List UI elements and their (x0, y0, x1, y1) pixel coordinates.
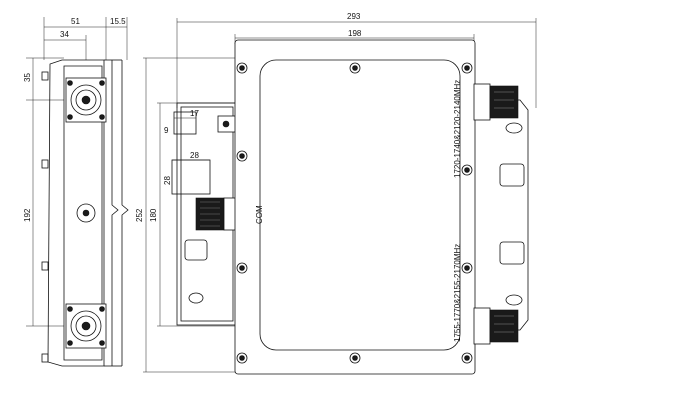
label-port-upper: 1720-1740&2120-2140MHz (453, 80, 462, 178)
dim-com-offset-b: 9 (164, 126, 169, 135)
label-port-lower: 1755-1770&2155-2170MHz (453, 244, 462, 342)
dim-side-height: 192 (23, 208, 32, 222)
side-view: 51 15.5 34 35 192 (23, 17, 129, 367)
com-connector (195, 197, 237, 231)
rf-connector-upper (473, 83, 519, 121)
dim-com-box-h: 28 (163, 176, 172, 185)
side-bottom-connector (65, 303, 107, 349)
com-dimension-box: 17 9 28 28 (163, 109, 211, 195)
dim-side-depth: 51 (71, 17, 80, 26)
dim-side-flange: 15.5 (110, 17, 126, 26)
main-enclosure (234, 39, 476, 375)
front-mount-slot (184, 239, 208, 261)
dim-side-connector-offset: 34 (60, 30, 69, 39)
rf-connector-lower (473, 307, 519, 345)
side-top-connector (65, 77, 107, 123)
front-view: 293 198 252 180 17 9 28 28 (135, 12, 537, 375)
side-mount-hole (76, 203, 96, 223)
dim-overall-width: 293 (347, 12, 361, 21)
right-mount-slot-lower (499, 241, 525, 265)
dim-body-width: 198 (348, 29, 362, 38)
label-com-port: COM (255, 205, 264, 224)
dim-port-span: 180 (149, 208, 158, 222)
dim-overall-height: 252 (135, 208, 144, 222)
enclosure-screws (236, 62, 473, 364)
dim-com-offset-a: 17 (190, 109, 199, 118)
dim-com-box-w: 28 (190, 151, 199, 160)
right-mount-slot-upper (499, 163, 525, 187)
dim-side-top-offset: 35 (23, 73, 32, 82)
